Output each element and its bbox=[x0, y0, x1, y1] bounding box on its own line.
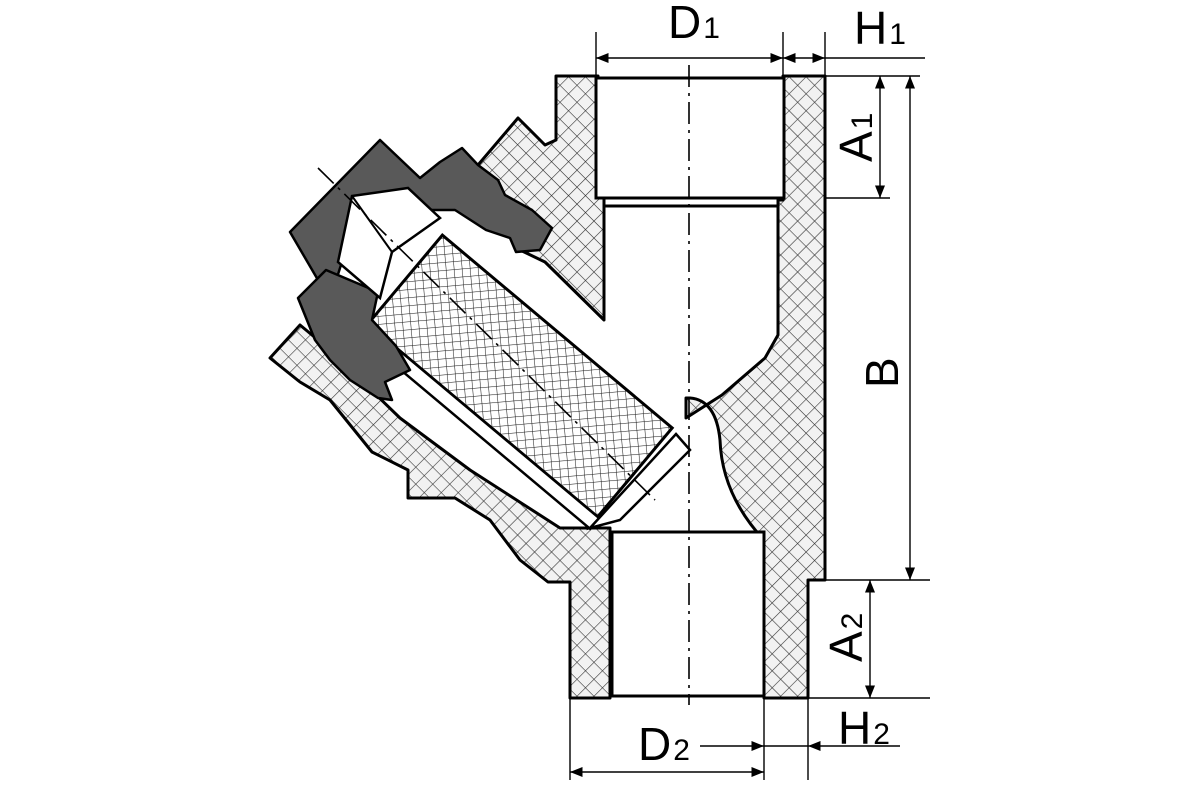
bore-steps bbox=[596, 196, 784, 698]
label-d2: D2 bbox=[638, 718, 690, 770]
body-branch-lower-wall bbox=[268, 323, 612, 700]
strainer-body bbox=[268, 74, 827, 700]
centerlines bbox=[317, 65, 690, 705]
mesh-screen bbox=[355, 233, 675, 531]
label-a2: A2 bbox=[820, 613, 872, 662]
dimension-labels: D1 H1 A1 B A2 D2 H2 bbox=[638, 0, 908, 770]
label-d1: D1 bbox=[668, 0, 720, 48]
label-a1: A1 bbox=[830, 113, 882, 162]
top-socket-bore bbox=[594, 76, 786, 200]
dimension-lines bbox=[569, 32, 930, 780]
mesh-screen-tip bbox=[586, 432, 692, 531]
label-b: B bbox=[856, 357, 908, 388]
label-h1: H1 bbox=[854, 2, 906, 54]
bottom-socket-bore bbox=[610, 530, 766, 698]
bores bbox=[594, 76, 786, 698]
label-h2: H2 bbox=[838, 702, 890, 754]
branch-axis bbox=[317, 167, 656, 501]
